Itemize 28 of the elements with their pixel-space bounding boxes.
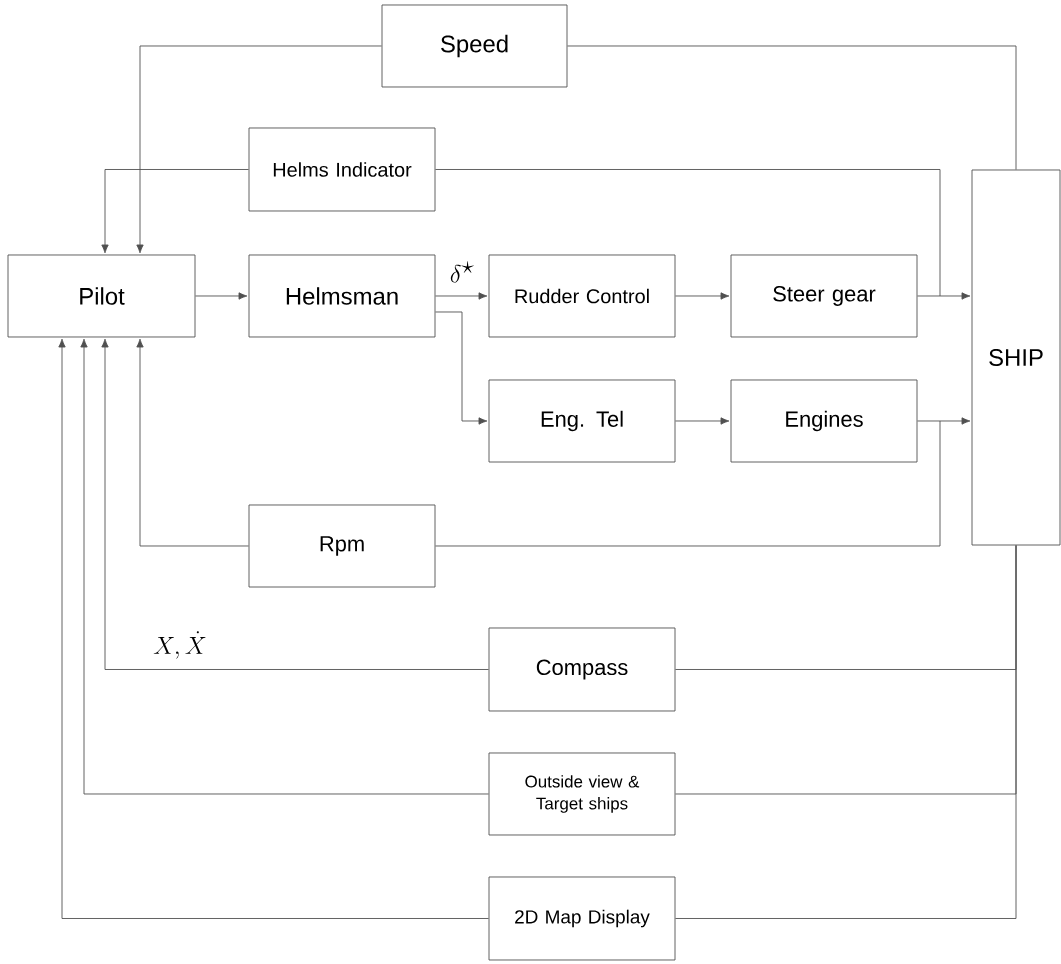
block-box: Rpm: [248, 504, 436, 588]
block-box: Speed: [381, 4, 568, 88]
arrow: [435, 311, 488, 425]
block-box: Eng. Tel: [488, 379, 676, 463]
block-box: Outside view & Target ships: [488, 752, 676, 836]
block-box: Rudder Control: [488, 254, 676, 338]
block-box: Helmsman: [248, 254, 436, 338]
arrow: [917, 417, 971, 425]
arrow: [136, 45, 382, 254]
edge-label: $X,\dot{X}$: [152, 630, 208, 660]
arrow: [101, 338, 489, 670]
block-box: Steer gear: [730, 254, 918, 338]
arrow: [80, 338, 489, 795]
block-box: Pilot: [7, 254, 196, 338]
arrow: [195, 292, 248, 300]
arrow: [917, 292, 971, 300]
arrow: [675, 292, 730, 300]
arrow: [101, 169, 249, 254]
block-box: 2D Map Display: [488, 876, 676, 961]
arrow: [435, 292, 488, 300]
block-box: Helms Indicator: [248, 127, 436, 212]
arrow: [136, 338, 249, 547]
block-box: Engines: [730, 379, 918, 463]
block-box: Compass: [488, 627, 676, 712]
arrow: [58, 338, 489, 919]
block-box: SHIP: [971, 169, 1061, 546]
edge-label: $\delta^{\star}$: [448, 260, 476, 284]
arrow: [675, 417, 730, 425]
